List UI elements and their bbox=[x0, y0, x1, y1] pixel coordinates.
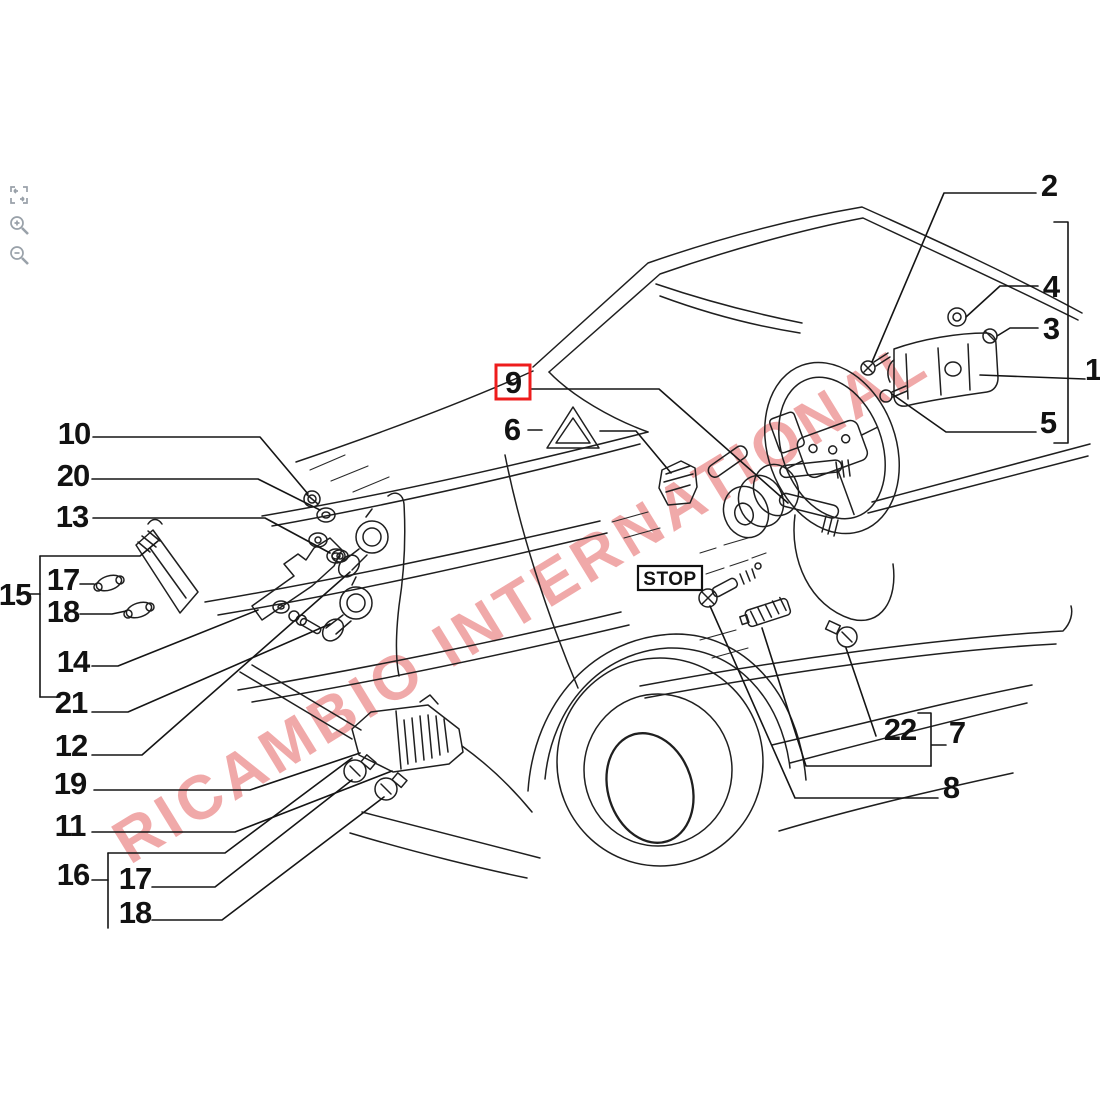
zoom-out-icon[interactable] bbox=[7, 243, 31, 267]
callout-9: 9 bbox=[505, 365, 522, 400]
interior-lamp-drawing bbox=[135, 518, 199, 614]
callout-18: 18 bbox=[119, 895, 152, 930]
festoon-bulb-18-drawing bbox=[123, 601, 155, 619]
callout-14: 14 bbox=[57, 644, 91, 679]
horn-upper-drawing bbox=[337, 508, 389, 578]
callout-11: 11 bbox=[55, 808, 87, 843]
callout-5: 5 bbox=[1040, 405, 1057, 440]
hazard-triangle-icon bbox=[546, 406, 600, 449]
wedge-bulb-17-drawing bbox=[343, 754, 377, 783]
button-part4-drawing bbox=[947, 307, 967, 327]
festoon-bulb-17-drawing bbox=[93, 574, 125, 592]
callout-3: 3 bbox=[1043, 311, 1060, 346]
callout-15: 15 bbox=[0, 577, 32, 612]
callout-17: 17 bbox=[47, 562, 79, 597]
wedge-bulb-18-drawing bbox=[374, 772, 408, 801]
stop-tag: STOP bbox=[636, 564, 704, 592]
front-wheel-drawing bbox=[556, 657, 764, 867]
zoom-in-icon[interactable] bbox=[7, 213, 31, 237]
watermark-text: RICAMBIO INTERNATIONAL bbox=[101, 326, 941, 877]
callout-22: 22 bbox=[884, 712, 916, 747]
callout-7: 7 bbox=[949, 715, 965, 750]
stop-switch-drawing bbox=[698, 562, 762, 608]
panel-hatch-dashes bbox=[309, 454, 767, 659]
callout-12: 12 bbox=[55, 728, 87, 763]
fastener-drawings bbox=[272, 600, 322, 635]
callout-17: 17 bbox=[119, 861, 151, 896]
callout-10: 10 bbox=[58, 416, 90, 451]
horn-pad-drawing bbox=[887, 332, 999, 407]
side-marker-drawing bbox=[739, 596, 792, 628]
callout-6: 6 bbox=[504, 412, 521, 447]
stop-label: STOP bbox=[643, 569, 696, 590]
callout-8: 8 bbox=[943, 770, 960, 805]
callout-21: 21 bbox=[55, 685, 88, 720]
steering-wheel-drawing bbox=[763, 361, 901, 535]
callout-20: 20 bbox=[57, 458, 89, 493]
fit-to-screen-icon[interactable] bbox=[7, 183, 31, 207]
callout-13: 13 bbox=[56, 499, 89, 534]
horn-lower-drawing bbox=[321, 576, 373, 642]
callout-18: 18 bbox=[47, 594, 80, 629]
screw-part2-drawing bbox=[860, 352, 891, 376]
callout-1: 1 bbox=[1085, 352, 1100, 387]
callout-2: 2 bbox=[1041, 168, 1057, 203]
viewer-toolbar bbox=[7, 183, 31, 273]
callout-4: 4 bbox=[1043, 269, 1061, 304]
column-switch-drawing bbox=[707, 445, 851, 539]
bulb-part22-drawing bbox=[824, 620, 858, 648]
callout-16: 16 bbox=[57, 857, 90, 892]
clip-part3-drawing bbox=[982, 328, 998, 344]
nut-grommet-drawings bbox=[303, 490, 346, 564]
highlight-box bbox=[494, 363, 532, 401]
callout-19: 19 bbox=[54, 766, 87, 801]
leader-lines bbox=[29, 192, 1086, 929]
front-lamp-drawing bbox=[351, 694, 464, 773]
